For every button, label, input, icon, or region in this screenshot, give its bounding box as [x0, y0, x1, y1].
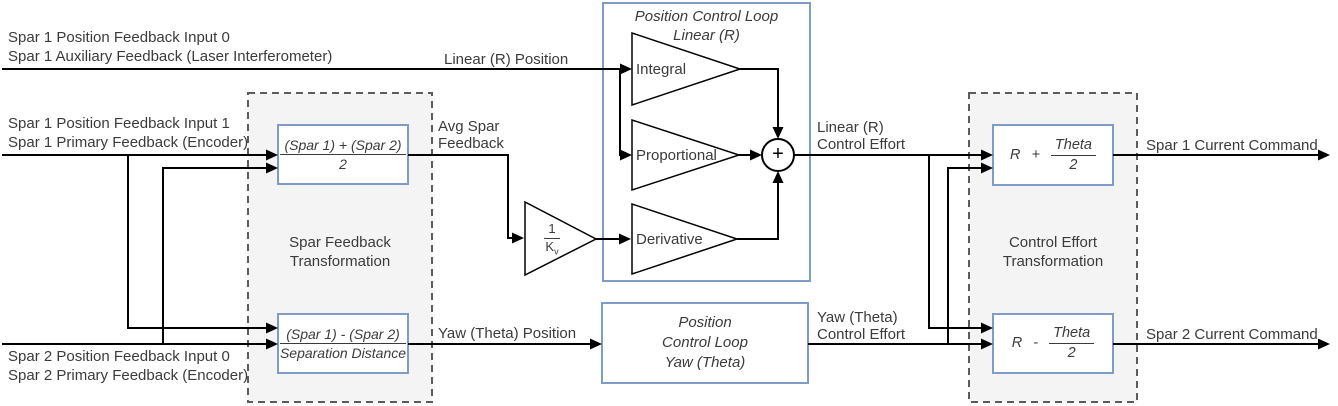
yaw-loop-line: Position — [678, 314, 732, 331]
wires — [2, 63, 1330, 350]
panel-title-line: Spar Feedback — [289, 234, 391, 251]
avg-formula: (Spar 1) + (Spar 2) 2 — [279, 126, 407, 183]
spar1-effort-operator: + — [1031, 146, 1040, 163]
loop-title-line: Linear (R) — [673, 27, 740, 44]
wire-spar2-cross-branch — [162, 162, 278, 344]
spar1-effort-term: R — [1009, 146, 1021, 163]
diff-fraction: (Spar 1) - (Spar 2) Separation Distance — [279, 326, 407, 361]
signal-label-linear-position: Linear (R) Position — [444, 51, 569, 68]
wire-derivative-output — [737, 171, 784, 240]
input-label-line: Spar 1 Primary Feedback (Encoder) — [8, 134, 249, 151]
input-label-line: Spar 1 Position Feedback Input 1 — [8, 115, 230, 132]
wire-yaw-control-effort — [808, 338, 993, 350]
velocity-gain-triangle — [524, 200, 598, 277]
wire-yaw-position — [408, 338, 602, 350]
panel-title-line: Transformation — [289, 253, 391, 270]
signal-label-linear-effort: Linear (R) Control Effort — [817, 119, 905, 153]
signal-label-line: Yaw (Theta) — [817, 309, 898, 326]
diff-formula: (Spar 1) - (Spar 2) Separation Distance — [279, 315, 407, 372]
spar1-effort-denominator: 2 — [1069, 156, 1078, 173]
gain-numerator: 1 — [544, 221, 560, 239]
input-label-spar1-primary: Spar 1 Position Feedback Input 1 Spar 1 … — [8, 114, 248, 152]
avg-denominator: 2 — [339, 156, 347, 172]
avg-fraction: (Spar 1) + (Spar 2) 2 — [280, 137, 406, 172]
spar2-effort-expression: R - Theta 2 — [1011, 325, 1095, 361]
gain-fraction: 1 Kv — [544, 221, 560, 257]
spar2-effort-fraction: Theta 2 — [1049, 325, 1095, 361]
signal-label-line: Control Effort — [817, 326, 906, 343]
wire-spar1-current-command — [1113, 149, 1330, 161]
gain-denominator: Kv — [544, 239, 559, 257]
spar1-effort-fraction: Theta 2 — [1050, 137, 1097, 173]
wire-avg-spar-feedback — [408, 154, 524, 244]
position-loop-linear-title: Position Control Loop Linear (R) — [603, 7, 810, 45]
velocity-gain-value: 1 Kv — [531, 215, 573, 263]
wire-linear-effort-branch — [928, 155, 993, 334]
spar1-effort-formula: R + Theta 2 — [994, 126, 1112, 184]
proportional-label: Proportional — [636, 147, 717, 164]
spar-feedback-transform-title: Spar Feedback Transformation — [248, 233, 432, 271]
signal-label-line: Control Effort — [817, 136, 906, 153]
wire-integral-output — [740, 68, 784, 139]
wire-spar2-primary-input — [2, 338, 278, 350]
wire-gain-to-derivative — [596, 233, 631, 245]
position-loop-yaw-box — [601, 302, 809, 384]
sum-plus-symbol: + — [772, 142, 784, 165]
wire-linear-control-effort — [794, 149, 993, 161]
integral-label: Integral — [636, 61, 687, 78]
avg-numerator: (Spar 1) + (Spar 2) — [280, 137, 406, 155]
diff-numerator: (Spar 1) - (Spar 2) — [279, 326, 407, 344]
derivative-label: Derivative — [636, 231, 703, 248]
yaw-loop-line: Yaw (Theta) — [664, 354, 746, 371]
wire-spar2-current-command — [1113, 338, 1330, 350]
input-label-line: Spar 2 Primary Feedback (Encoder) — [8, 367, 249, 384]
wire-yaw-effort-branch — [947, 162, 993, 344]
wire-linear-position-branch — [619, 69, 632, 161]
signal-label-yaw-position: Yaw (Theta) Position — [438, 325, 577, 342]
spar2-effort-numerator: Theta — [1049, 325, 1095, 344]
input-label-line: Spar 1 Auxiliary Feedback (Laser Interfe… — [8, 48, 333, 65]
spar2-effort-denominator: 2 — [1067, 345, 1076, 361]
derivative-triangle — [631, 202, 740, 276]
output-label-spar1-command: Spar 1 Current Command — [1146, 137, 1318, 154]
yaw-loop-line: Control Loop — [662, 334, 748, 351]
output-label-spar2-command: Spar 2 Current Command — [1146, 326, 1318, 343]
gain-den-base: K — [545, 238, 555, 254]
signal-label-line: Avg Spar — [438, 118, 500, 135]
signal-label-yaw-effort: Yaw (Theta) Control Effort — [817, 309, 905, 343]
wire-spar1-primary-input — [2, 149, 278, 161]
panel-title-line: Transformation — [1002, 253, 1104, 270]
spar1-effort-numerator: Theta — [1050, 137, 1097, 156]
input-label-line: Spar 2 Position Feedback Input 0 — [8, 348, 230, 365]
spar1-effort-expression: R + Theta 2 — [1009, 137, 1097, 173]
diff-denominator: Separation Distance — [279, 345, 407, 361]
signal-label-line: Feedback — [438, 135, 504, 152]
input-label-spar2-primary: Spar 2 Position Feedback Input 0 Spar 2 … — [8, 347, 248, 385]
panel-title-line: Control Effort — [1008, 234, 1098, 251]
control-effort-transform-title: Control Effort Transformation — [969, 233, 1137, 271]
input-label-spar1-aux: Spar 1 Position Feedback Input 0 Spar 1 … — [8, 28, 332, 66]
spar2-effort-term: R — [1011, 335, 1023, 352]
wire-spar1-cross-branch — [127, 155, 278, 334]
wire-proportional-output — [739, 149, 762, 161]
signal-label-line: Linear (R) — [817, 119, 884, 136]
gain-den-subscript: v — [554, 246, 559, 257]
input-label-line: Spar 1 Position Feedback Input 0 — [8, 29, 230, 46]
wire-spar1-aux-input — [2, 63, 632, 75]
loop-title-line: Position Control Loop — [634, 8, 779, 25]
position-loop-yaw-title: Position Control Loop Yaw (Theta) — [602, 303, 808, 383]
spar2-effort-operator: - — [1033, 335, 1039, 352]
spar2-effort-formula: R - Theta 2 — [994, 315, 1112, 372]
signal-label-avg-spar-feedback: Avg Spar Feedback — [438, 118, 504, 152]
